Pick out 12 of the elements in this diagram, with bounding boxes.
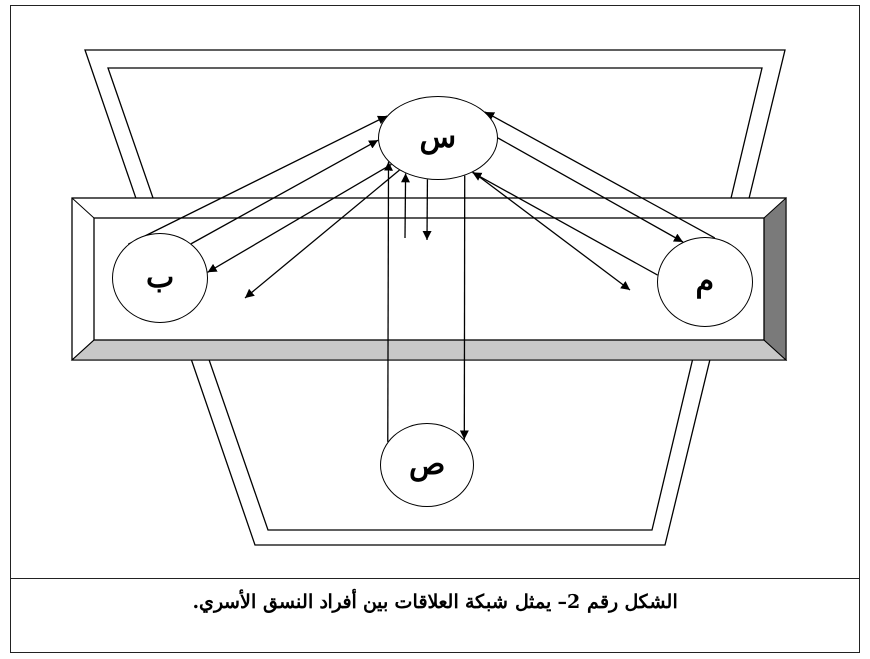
arrow: [190, 140, 378, 244]
arrow: [472, 172, 658, 276]
arrow: [472, 172, 630, 291]
arrow: [244, 170, 400, 298]
arrow: [460, 176, 469, 440]
arrow: [384, 162, 393, 442]
arrow: [207, 164, 392, 273]
arrow: [498, 137, 684, 243]
arrow: [128, 115, 388, 245]
arrow: [422, 179, 432, 240]
arrow: [401, 173, 410, 238]
caption: الشكل رقم 2– يمثل شبكة العلاقات بين أفراد النسق الأسري.: [10, 590, 860, 613]
